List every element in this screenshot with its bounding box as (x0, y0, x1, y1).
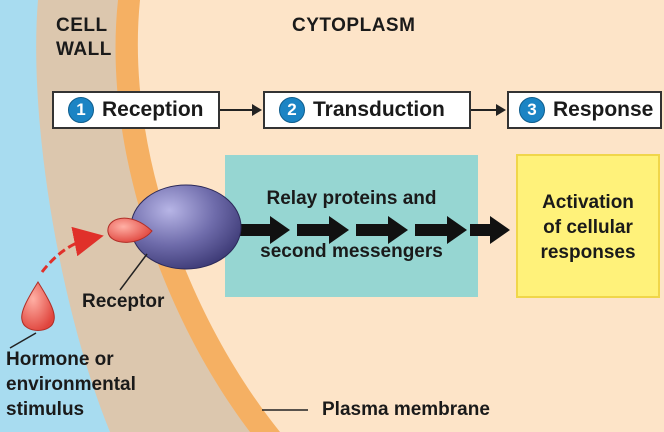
bound-signal-molecule (107, 217, 153, 243)
stage-transduction: 2 Transduction (263, 91, 471, 129)
stage-number-badge: 1 (68, 97, 94, 123)
stage-label: Transduction (313, 98, 445, 121)
stimulus-leader-line (9, 332, 37, 349)
plasma-membrane-label: Plasma membrane (322, 399, 490, 420)
stage-label: Reception (102, 98, 204, 121)
stimulus-label: Hormone or environmental stimulus (6, 347, 136, 422)
receptor-leader-line (119, 253, 148, 291)
cell-wall-label: CELL WALL (56, 14, 112, 62)
stage-number-badge: 2 (279, 97, 305, 123)
stage-arrows (218, 104, 506, 116)
response-box (516, 154, 660, 298)
response-text-line-2: of cellular (543, 217, 633, 238)
cell-wall-label-line-2: WALL (56, 39, 112, 60)
cell-wall-label-line-1: CELL (56, 15, 108, 36)
stage-reception: 1 Reception (52, 91, 220, 129)
response-text: Activation of cellular responses (517, 190, 659, 265)
stimulus-label-line-2: environmental (6, 374, 136, 395)
response-text-line-1: Activation (542, 192, 634, 213)
stimulus-label-line-1: Hormone or (6, 349, 114, 370)
relay-arrows (238, 216, 510, 244)
stage-label: Response (553, 98, 654, 121)
stage-number-badge: 3 (519, 97, 545, 123)
transduction-text-line-1: Relay proteins and (266, 188, 437, 209)
response-text-line-3: responses (540, 242, 636, 263)
stage-response: 3 Response (507, 91, 662, 129)
cytoplasm-label: CYTOPLASM (292, 15, 416, 36)
stimulus-label-line-3: stimulus (6, 399, 85, 420)
binding-arrow (40, 226, 104, 273)
receptor-label: Receptor (82, 291, 165, 312)
transduction-text-line-2: second messengers (260, 241, 443, 262)
hormone-molecule (21, 281, 55, 331)
